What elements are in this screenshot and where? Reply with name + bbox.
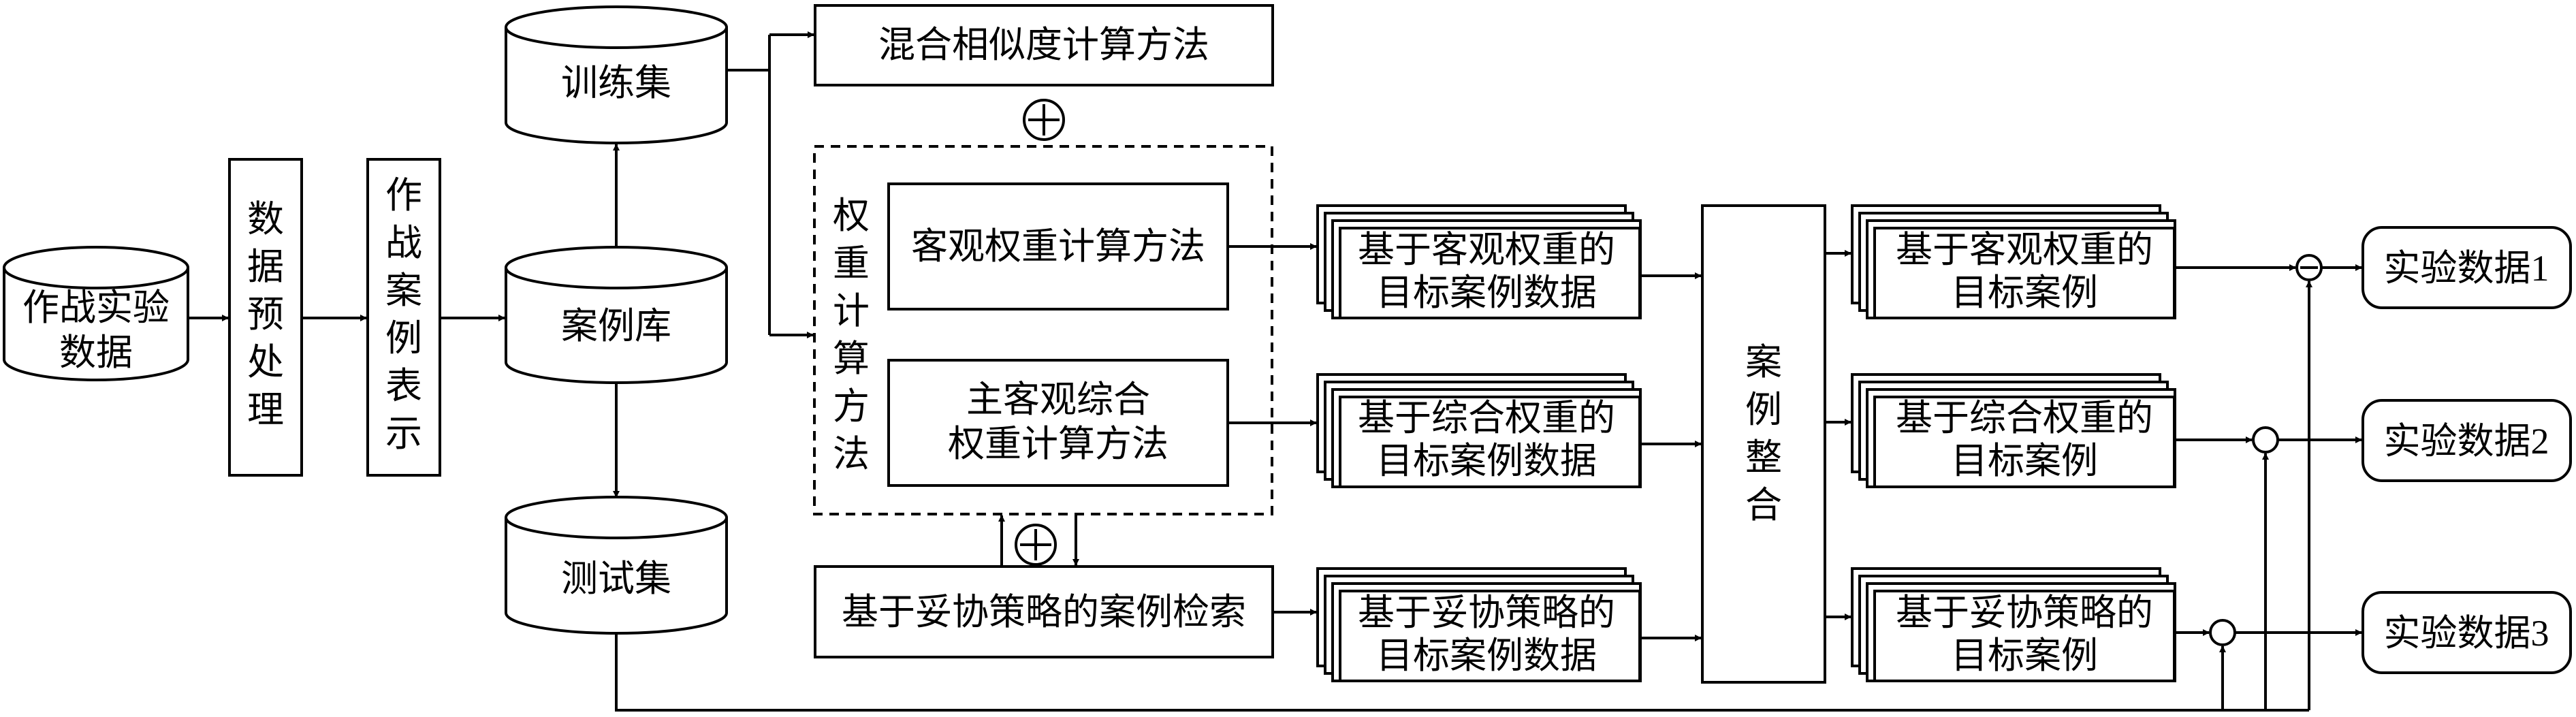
plus-symbol-top xyxy=(1023,99,1065,141)
compromise-retrieval-label: 基于妥协策略的案例检索 xyxy=(842,592,1246,633)
preprocess-char-2: 据 xyxy=(247,246,284,287)
target-data-objective-label-2: 目标案例数据 xyxy=(1376,272,1597,313)
case-integration-box: 案 例 整 合 xyxy=(1701,204,1826,684)
objective-weight-label: 客观权重计算方法 xyxy=(911,226,1205,267)
preprocess-char-3: 预 xyxy=(247,294,284,335)
hybrid-similarity-label: 混合相似度计算方法 xyxy=(878,25,1209,65)
weight-group-char-1: 权 xyxy=(833,195,870,236)
target-compromise-stack: 基于妥协策略的 目标案例 xyxy=(1851,567,2176,682)
representation-char-4: 例 xyxy=(385,318,422,359)
target-data-combined-label-2: 目标案例数据 xyxy=(1376,441,1597,481)
preprocess-char-1: 数 xyxy=(247,199,284,240)
integration-char-4: 合 xyxy=(1745,485,1782,526)
representation-char-2: 战 xyxy=(385,223,422,264)
line-test-feedback xyxy=(615,633,2309,712)
integration-char-2: 例 xyxy=(1745,389,1782,430)
target-data-objective-stack: 基于客观权重的 目标案例数据 xyxy=(1316,204,1642,319)
target-compromise-label-2: 目标案例 xyxy=(1951,635,2098,676)
source-data-label-2: 数据 xyxy=(59,332,133,373)
combined-weight-label-1: 主客观综合 xyxy=(966,379,1150,420)
result-1-box: 实验数据1 xyxy=(2362,226,2572,309)
result-3-label: 实验数据3 xyxy=(2384,613,2549,654)
connectors xyxy=(188,31,2362,712)
target-data-combined-stack: 基于综合权重的 目标案例数据 xyxy=(1316,373,1642,488)
weight-group-char-2: 重 xyxy=(833,243,870,284)
target-compromise-label-1: 基于妥协策略的 xyxy=(1896,592,2153,633)
line-training-out xyxy=(727,69,771,335)
source-data-cylinder: 作战实验 数据 xyxy=(3,246,189,381)
preprocess-box: 数 据 预 处 理 xyxy=(228,158,303,477)
target-data-combined-label-1: 基于综合权重的 xyxy=(1358,398,1615,439)
case-library-label: 案例库 xyxy=(561,306,671,347)
integration-char-3: 整 xyxy=(1745,437,1782,478)
combined-weight-box: 主客观综合 权重计算方法 xyxy=(887,359,1229,487)
representation-char-5: 表 xyxy=(385,366,422,407)
training-set-cylinder: 训练集 xyxy=(505,5,728,144)
target-combined-label-1: 基于综合权重的 xyxy=(1896,398,2153,439)
target-combined-stack: 基于综合权重的 目标案例 xyxy=(1851,373,2176,488)
plus-symbol-bottom xyxy=(1015,524,1057,566)
junction-2 xyxy=(2252,426,2279,453)
result-2-box: 实验数据2 xyxy=(2362,399,2572,482)
preprocess-char-4: 处 xyxy=(247,342,284,383)
test-set-cylinder: 测试集 xyxy=(505,496,728,635)
result-2-label: 实验数据2 xyxy=(2384,421,2549,462)
weight-group-char-3: 计 xyxy=(833,291,870,332)
target-combined-label-2: 目标案例 xyxy=(1951,441,2098,481)
training-set-label: 训练集 xyxy=(561,63,671,103)
target-objective-label-1: 基于客观权重的 xyxy=(1896,229,2153,270)
junction-3 xyxy=(2209,619,2236,646)
weight-group-char-5: 方 xyxy=(833,386,870,427)
weight-group-char-6: 法 xyxy=(833,434,870,475)
weight-group-char-4: 算 xyxy=(833,338,870,379)
representation-char-3: 案 xyxy=(385,270,422,311)
representation-char-6: 示 xyxy=(385,413,422,454)
preprocess-char-5: 理 xyxy=(247,389,284,430)
integration-char-1: 案 xyxy=(1745,342,1782,383)
combined-weight-label-2: 权重计算方法 xyxy=(948,424,1168,464)
target-data-compromise-label-1: 基于妥协策略的 xyxy=(1358,592,1615,633)
weight-method-group: 权 重 计 算 方 法 xyxy=(813,145,1273,515)
target-objective-stack: 基于客观权重的 目标案例 xyxy=(1851,204,2176,319)
representation-char-1: 作 xyxy=(385,175,422,216)
source-data-label-1: 作战实验 xyxy=(22,287,170,328)
test-set-label: 测试集 xyxy=(561,558,671,599)
result-1-label: 实验数据1 xyxy=(2384,248,2549,289)
target-data-compromise-stack: 基于妥协策略的 目标案例数据 xyxy=(1316,567,1642,682)
compromise-retrieval-box: 基于妥协策略的案例检索 xyxy=(814,565,1274,658)
target-objective-label-2: 目标案例 xyxy=(1951,272,2098,313)
result-3-box: 实验数据3 xyxy=(2362,591,2572,674)
target-data-compromise-label-2: 目标案例数据 xyxy=(1376,635,1597,676)
case-representation-box: 作 战 案 例 表 示 xyxy=(366,158,441,477)
case-library-cylinder: 案例库 xyxy=(505,246,728,384)
target-data-objective-label-1: 基于客观权重的 xyxy=(1358,229,1615,270)
hybrid-similarity-box: 混合相似度计算方法 xyxy=(814,4,1274,86)
objective-weight-box: 客观权重计算方法 xyxy=(887,182,1229,310)
minus-junction-1 xyxy=(2295,254,2323,281)
